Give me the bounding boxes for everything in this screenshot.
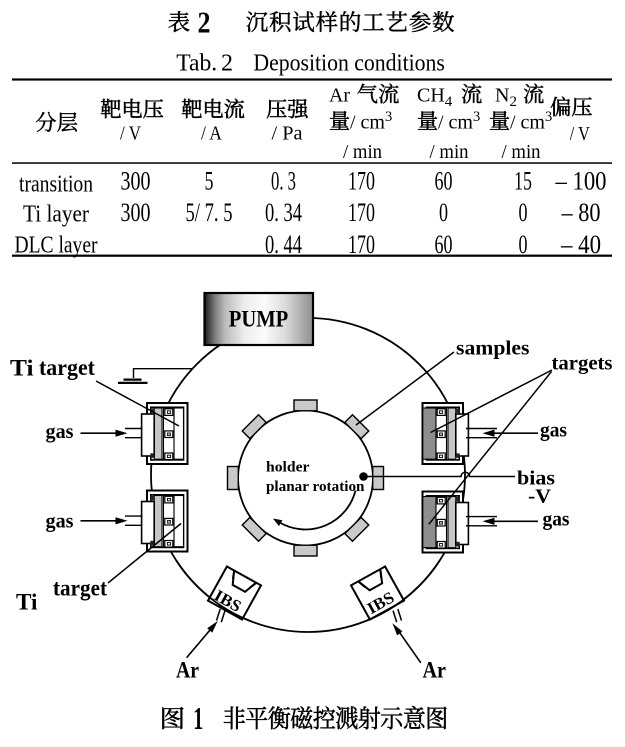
svg-text:300: 300 [121, 197, 151, 227]
svg-text:/ min: / min [343, 141, 382, 163]
svg-text:gas: gas [543, 507, 570, 531]
svg-text:gas: gas [46, 509, 74, 533]
svg-text:Ti: Ti [16, 590, 38, 615]
svg-text:Tab.: Tab. [176, 51, 217, 77]
svg-text:0: 0 [519, 229, 528, 259]
svg-text:2: 2 [221, 51, 233, 77]
svg-text:0. 34: 0. 34 [265, 197, 302, 227]
svg-text:15: 15 [514, 166, 532, 196]
svg-text:planar rotation: planar rotation [266, 479, 365, 495]
svg-text:60: 60 [435, 166, 453, 196]
svg-text:2: 2 [198, 5, 211, 40]
svg-text:DLC layer: DLC layer [15, 232, 98, 258]
svg-text:target: target [39, 355, 95, 380]
svg-text:0. 44: 0. 44 [265, 229, 302, 259]
svg-text:/ min: / min [502, 141, 541, 163]
svg-text:PUMP: PUMP [229, 306, 289, 331]
svg-text:targets: targets [552, 352, 613, 374]
svg-text:Ti layer: Ti layer [23, 201, 89, 227]
svg-text:CH4: CH4 [417, 85, 453, 111]
svg-text:transition: transition [19, 172, 93, 198]
svg-text:/ Pa: / Pa [272, 123, 303, 145]
svg-text:holder: holder [266, 460, 310, 476]
svg-text:5: 5 [205, 166, 214, 196]
svg-text:/ A: / A [201, 123, 222, 145]
svg-text:gas: gas [46, 419, 74, 443]
svg-text:– 100: – 100 [555, 166, 607, 196]
svg-text:target: target [53, 576, 107, 601]
svg-text:/ min: / min [430, 141, 469, 163]
svg-text:0: 0 [519, 197, 528, 227]
svg-text:/ V: / V [570, 123, 590, 145]
svg-text:/ cm3: / cm3 [510, 109, 552, 134]
svg-text:60: 60 [435, 229, 453, 259]
svg-text:gas: gas [540, 418, 567, 442]
svg-text:0: 0 [439, 197, 448, 227]
svg-text:– 80: – 80 [561, 197, 601, 227]
svg-text:/ cm3: / cm3 [438, 109, 480, 134]
svg-text:/ V: / V [120, 123, 141, 145]
svg-text:bias: bias [517, 468, 555, 490]
svg-text:5/ 7. 5: 5/ 7. 5 [186, 197, 233, 227]
svg-text:/ cm3: / cm3 [350, 109, 392, 134]
svg-text:Ar: Ar [423, 657, 447, 682]
svg-text:Ar: Ar [176, 657, 199, 682]
svg-text:samples: samples [456, 338, 530, 360]
svg-text:Deposition conditions: Deposition conditions [253, 51, 445, 77]
svg-text:Ti: Ti [10, 356, 34, 381]
svg-text:170: 170 [348, 229, 375, 259]
svg-text:Ar: Ar [329, 85, 350, 107]
svg-text:0. 3: 0. 3 [271, 166, 296, 196]
svg-text:300: 300 [121, 166, 151, 196]
svg-text:170: 170 [348, 197, 375, 227]
svg-text:– 40: – 40 [560, 229, 601, 259]
svg-text:N2: N2 [495, 85, 517, 111]
svg-text:-V: -V [528, 486, 552, 508]
svg-text:1: 1 [193, 700, 203, 736]
svg-text:170: 170 [348, 166, 375, 196]
